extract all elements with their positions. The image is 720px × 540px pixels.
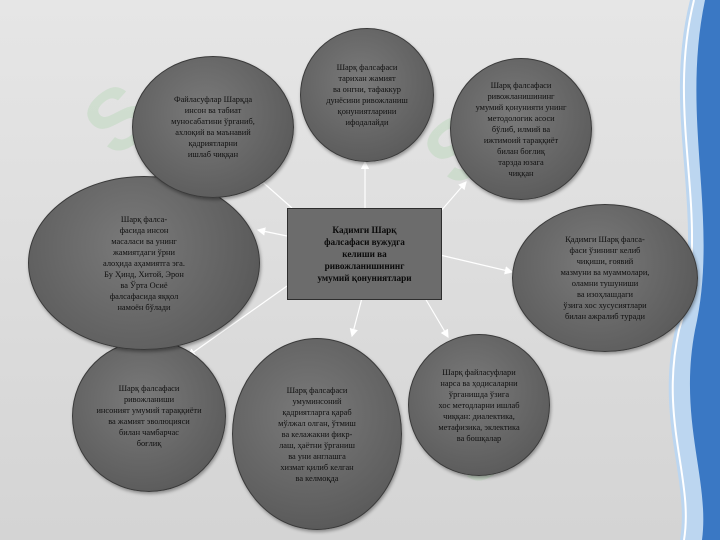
diagram-node: Шарқ фалсафаси ривожланиши инсоният умум… bbox=[72, 340, 226, 492]
diagram-node: Шарқ фалсафаси ривожланишининг умумий қо… bbox=[450, 58, 592, 200]
node-text: Шарқ фалсафаси тарихан жамият ва онгни, … bbox=[326, 63, 408, 127]
node-text: Шарқ фалсафаси ривожланишининг умумий қо… bbox=[475, 80, 567, 178]
diagram-node: Шарқ фалсафаси умуминсоний қадриятларга … bbox=[232, 338, 402, 530]
node-text: Файласуфлар Шарқда инсон ва табиат мунос… bbox=[171, 95, 255, 159]
diagram-node: Шарқ фалсафаси тарихан жамият ва онгни, … bbox=[300, 28, 434, 162]
diagram-node: Шарқ фалса- фасида инсон масаласи ва уни… bbox=[28, 176, 260, 350]
node-text: Шарқ фалсафаси умуминсоний қадриятларга … bbox=[278, 385, 356, 483]
diagram-node: Қадимги Шарқ фалса- фаси ўзининг келиб ч… bbox=[512, 204, 698, 352]
node-text: Шарқ фалсафаси ривожланиши инсоният умум… bbox=[96, 384, 202, 448]
diagram-node: Файласуфлар Шарқда инсон ва табиат мунос… bbox=[132, 56, 294, 198]
diagram-node: Шарқ файласуфлари нарса ва ҳодисаларни ў… bbox=[408, 334, 550, 476]
central-topic-text: Кадимги Шарқ фалсафаси вужудга келиши ва… bbox=[317, 225, 412, 283]
node-text: Шарқ файласуфлари нарса ва ҳодисаларни ў… bbox=[438, 367, 520, 443]
node-text: Қадимги Шарқ фалса- фаси ўзининг келиб ч… bbox=[560, 235, 650, 321]
node-text: Шарқ фалса- фасида инсон масаласи ва уни… bbox=[103, 214, 185, 312]
central-topic-box: Кадимги Шарқ фалсафаси вужудга келиши ва… bbox=[287, 208, 442, 300]
